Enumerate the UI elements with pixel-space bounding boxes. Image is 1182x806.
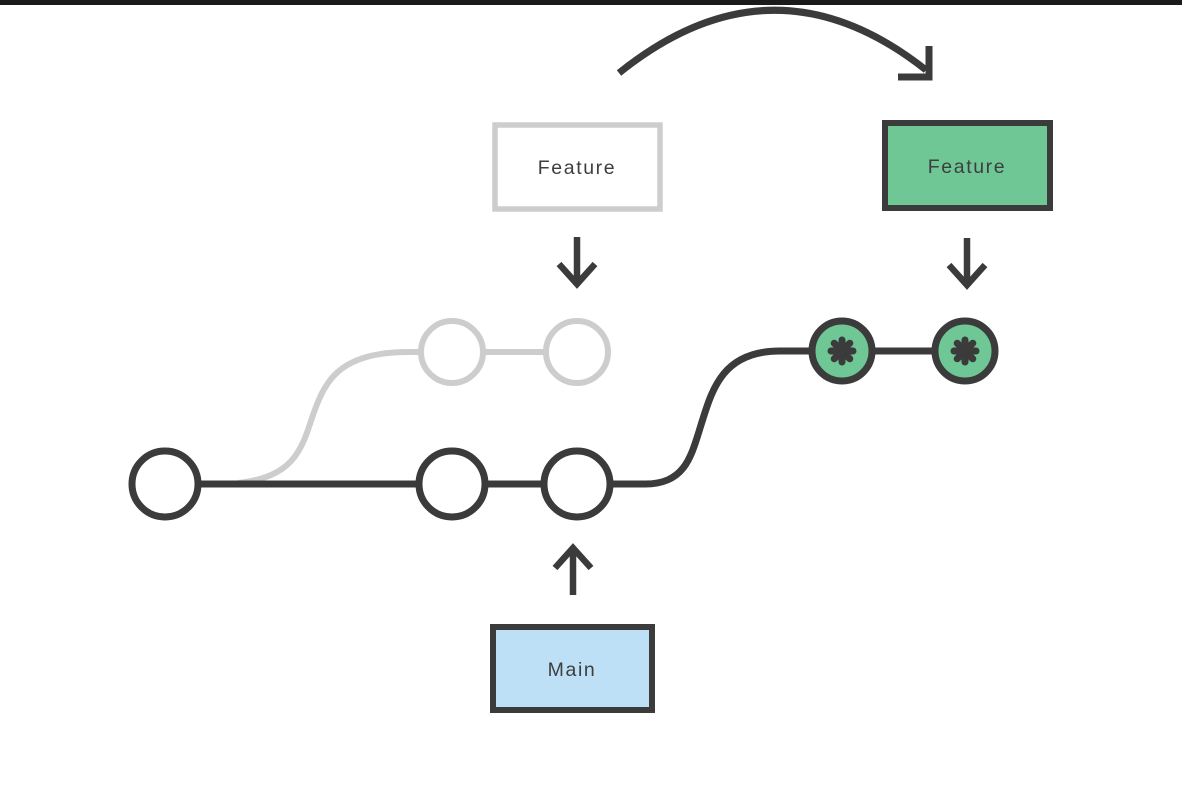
old-feature-branch-path — [237, 349, 577, 486]
old-feature-commit-node — [418, 318, 486, 386]
main-commit-node — [540, 447, 614, 521]
main-branch-path — [165, 347, 965, 488]
rebased-feature-commits — [808, 317, 999, 385]
feature-before-box: Feature — [492, 122, 663, 212]
top-border-bar — [0, 0, 1182, 5]
old-feature-branch — [237, 318, 611, 486]
rebased-commit-node — [808, 317, 876, 385]
curved-arrow-icon — [616, 6, 933, 81]
feature-after-label: Feature — [928, 156, 1006, 178]
up-arrow-icon — [552, 543, 594, 595]
old-feature-commit-node — [543, 318, 611, 386]
asterisk-icon — [827, 336, 857, 366]
main-commit-node — [128, 447, 202, 521]
rebased-commit-node — [931, 317, 999, 385]
main-label: Main — [548, 659, 597, 681]
feature-after-box: Feature — [882, 120, 1053, 211]
main-box: Main — [490, 624, 655, 713]
down-arrow-icon — [946, 238, 988, 290]
main-branch-commits — [128, 447, 614, 521]
asterisk-icon — [950, 336, 980, 366]
down-arrow-icon — [556, 237, 598, 289]
feature-before-label: Feature — [538, 157, 616, 179]
main-commit-node — [415, 447, 489, 521]
